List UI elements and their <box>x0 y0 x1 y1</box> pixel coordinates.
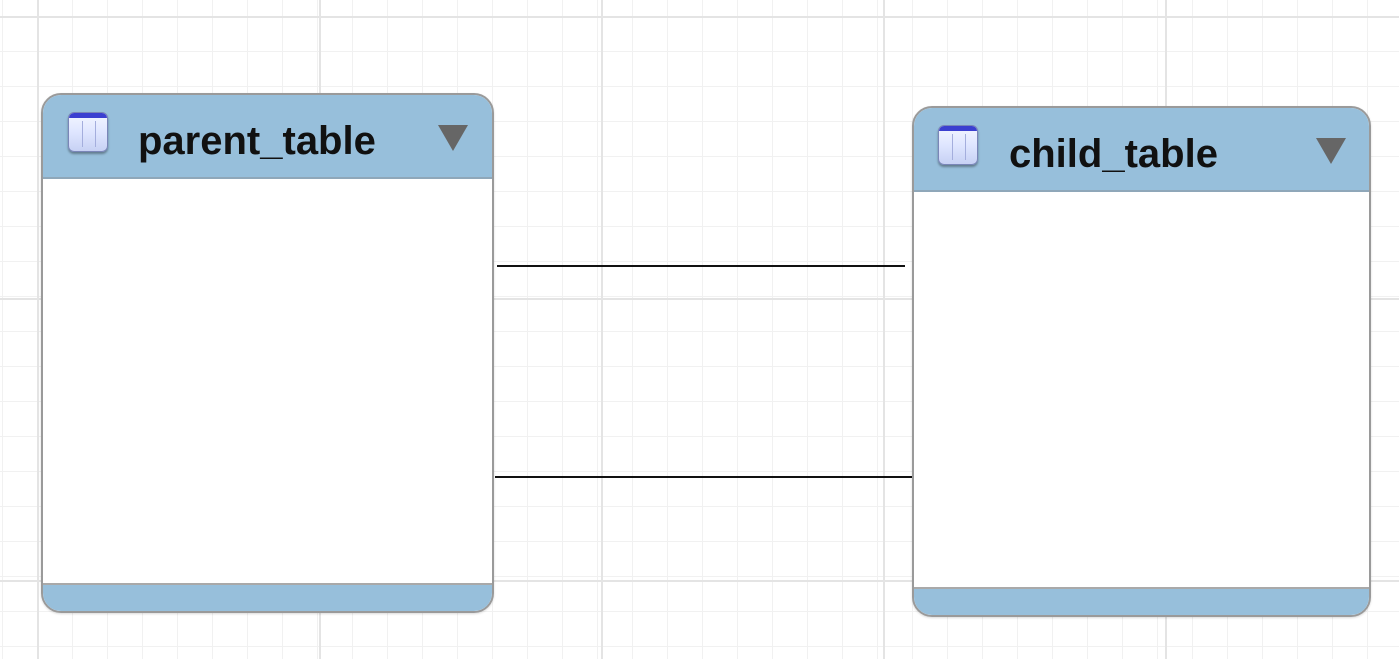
table-entity-child[interactable]: child_table <box>912 106 1371 617</box>
relationship-line[interactable] <box>497 265 905 267</box>
table-name: parent_table <box>138 119 376 163</box>
relationship-line[interactable] <box>495 476 917 478</box>
chevron-down-icon[interactable] <box>1316 138 1346 164</box>
table-header[interactable]: parent_table <box>43 95 492 179</box>
table-name: child_table <box>1009 132 1218 176</box>
table-footer <box>914 587 1369 615</box>
table-icon <box>938 125 978 165</box>
table-entity-parent[interactable]: parent_table <box>41 93 494 613</box>
table-footer <box>43 583 492 611</box>
chevron-down-icon[interactable] <box>438 125 468 151</box>
table-icon <box>68 112 108 152</box>
table-header[interactable]: child_table <box>914 108 1369 192</box>
